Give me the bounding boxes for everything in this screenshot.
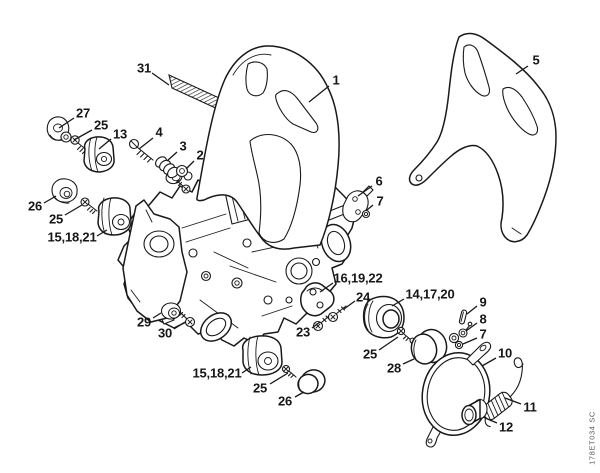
leader-line-15-18-21 [241,366,252,374]
handlebar [196,45,340,250]
bracket-plate-16-19-22 [300,282,335,317]
leader-line-13 [98,138,112,150]
fan-housing-ring [122,199,188,323]
leader-line-7 [366,204,374,211]
washer-2 [175,164,193,181]
leader-line-3 [166,151,178,162]
leader-line-6 [357,185,373,197]
screw-23 [312,314,331,332]
drawing-code: 178ET034 SC [587,411,597,465]
leader-line-23 [311,321,321,329]
sleeve-12 [461,398,488,426]
leader-line-24 [343,300,356,310]
mount-screw [175,179,191,194]
buffer-29 [160,302,182,320]
screw-30 [178,311,196,328]
leader-line-7 [462,337,478,345]
leader-line-27 [58,117,75,129]
leader-line-31 [151,72,170,86]
leader-line-10 [481,357,497,367]
leader-line-25 [64,204,83,216]
lever-nut [361,209,371,219]
cover-cap-28 [410,328,448,365]
leader-line-26 [294,391,305,398]
front-mount-loop [199,312,233,342]
leader-line-25 [73,129,93,141]
hand-guard [408,32,557,243]
leader-line-28 [402,358,415,365]
screw-25-bottom [281,364,297,379]
leader-line-25 [269,372,289,385]
pump-bore [285,257,313,285]
leader-line-2 [185,160,195,170]
cap-26-bottom [297,369,326,395]
annular-buffer-15-18-21-bottom [241,335,283,376]
leader-line-26 [43,195,57,204]
leader-line-29 [152,312,162,319]
clip-8 [448,321,473,344]
spring-3 [155,156,179,179]
grommet-26-top [51,178,78,204]
leader-line-15-18-21 [96,229,108,237]
leader-line-14-17-20 [391,298,405,307]
screw-4 [128,138,154,163]
leader-line-9 [466,305,478,315]
leader-line-4 [138,137,154,150]
leader-line-12 [482,416,498,424]
annular-buffer-15-18-21-left [97,197,132,236]
leader-line-11 [504,397,522,405]
clutch-side-loop [320,223,352,263]
annular-buffer-13 [83,136,115,173]
leader-line-1 [308,85,330,103]
leader-line-16-19-22 [319,282,334,293]
annular-buffer-14-17-20 [362,295,405,339]
leader-line-5 [515,65,529,75]
leader-line-8 [465,322,478,332]
screw-25-left [80,197,98,215]
leader-line-25 [378,336,399,351]
washer-27 [60,131,72,143]
leader-line-30 [173,321,186,330]
pin-9 [458,309,468,325]
screw-24 [327,305,347,323]
nut-7 [454,340,464,350]
